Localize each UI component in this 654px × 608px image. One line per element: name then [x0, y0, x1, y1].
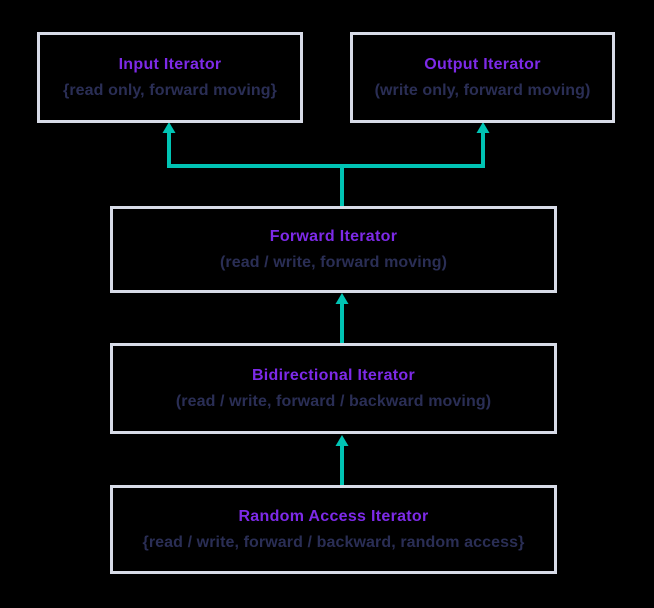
node-subtitle: (read / write, forward / backward moving…: [175, 393, 492, 410]
arrow-forward-to-input-output: [167, 131, 485, 206]
node-bidirectional-iterator: Bidirectional Iterator (read / write, fo…: [110, 343, 557, 434]
node-subtitle: {read only, forward moving}: [63, 82, 277, 99]
node-title: Forward Iterator: [269, 227, 398, 245]
node-title: Bidirectional Iterator: [251, 366, 416, 384]
arrowhead-bottom: [335, 435, 349, 446]
arrowheads-top: [162, 122, 490, 133]
node-subtitle: {read / write, forward / backward, rando…: [142, 534, 525, 551]
arrowhead-middle: [335, 293, 349, 304]
node-output-iterator: Output Iterator (write only, forward mov…: [350, 32, 615, 123]
node-subtitle: (write only, forward moving): [374, 82, 591, 99]
node-forward-iterator: Forward Iterator (read / write, forward …: [110, 206, 557, 293]
node-random-access-iterator: Random Access Iterator {read / write, fo…: [110, 485, 557, 574]
node-input-iterator: Input Iterator {read only, forward movin…: [37, 32, 303, 123]
node-title: Output Iterator: [424, 55, 541, 73]
node-title: Input Iterator: [118, 55, 222, 73]
node-title: Random Access Iterator: [238, 507, 429, 525]
node-subtitle: (read / write, forward moving): [219, 254, 448, 271]
